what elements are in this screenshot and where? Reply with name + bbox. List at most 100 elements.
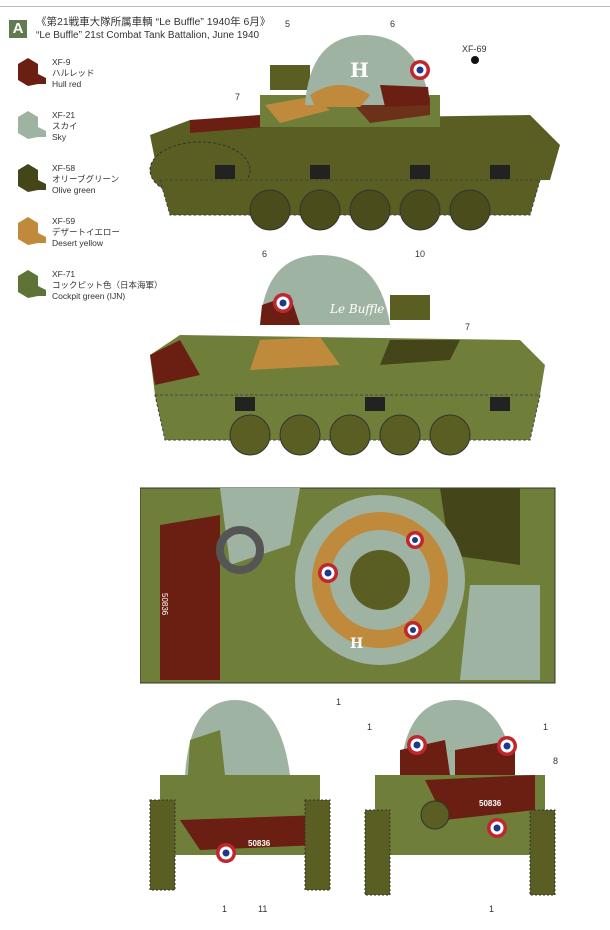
roundel-or-wheel-shape xyxy=(471,56,479,64)
front-view: 50836 1 11 xyxy=(149,700,331,914)
roundel-or-wheel-shape xyxy=(324,569,332,577)
camo-shape xyxy=(150,340,200,385)
paint-name-en: Olive green xyxy=(52,185,96,195)
callout: 6 xyxy=(262,249,267,259)
paint-code: XF-59 xyxy=(52,216,76,226)
camo-shape xyxy=(190,115,265,133)
paint-swatch-xf-71: XF-71 コックピット色（日本海軍） Cockpit green (IJN) xyxy=(14,268,174,314)
camo-shape xyxy=(410,165,430,179)
divider xyxy=(0,6,610,7)
camo-shape xyxy=(220,488,300,565)
callout: 10 xyxy=(415,249,425,259)
roundel-or-wheel-shape xyxy=(329,414,371,456)
camo-shape xyxy=(229,414,471,456)
roundel-or-wheel-shape xyxy=(379,414,421,456)
hull-number: 50836 xyxy=(248,839,271,848)
camo-shape xyxy=(18,270,46,298)
paint-code: XF-58 xyxy=(52,163,76,173)
paint-code: XF-21 xyxy=(52,110,76,120)
camo-shape xyxy=(490,165,510,179)
camo-shape xyxy=(18,164,46,192)
paint-name-en: Sky xyxy=(52,132,67,142)
camo-shape xyxy=(380,340,460,365)
paint-swatch-xf-58: XF-58 オリーブグリーン Olive green xyxy=(14,162,174,208)
paint-code: XF-9 xyxy=(52,57,71,67)
camo-shape xyxy=(235,397,255,411)
camo-shape xyxy=(188,730,225,775)
roundel-or-wheel-shape xyxy=(229,414,271,456)
camo-shape xyxy=(215,165,235,179)
camo-shape xyxy=(529,809,556,896)
camo-shape xyxy=(18,111,46,139)
side-view-1: H 5 6 7 XF-69 xyxy=(149,19,560,231)
turret-letter: H xyxy=(350,58,369,82)
roundel-or-wheel-shape xyxy=(222,849,230,857)
paint-bottle-icon xyxy=(18,111,46,139)
camo-shape xyxy=(160,515,220,680)
paint-swatch-xf-21: XF-21 スカイ Sky xyxy=(14,109,174,155)
side-view-2: Le Buffle 6 10 7 xyxy=(150,249,545,456)
callout: 1 xyxy=(222,904,227,914)
paint-name-en: Desert yellow xyxy=(52,238,104,248)
roundel-or-wheel-shape xyxy=(349,189,391,231)
roundel-or-wheel-shape xyxy=(410,627,416,633)
paint-name-jp: コックピット色（日本海軍） xyxy=(52,280,163,290)
camo-shape xyxy=(149,799,176,891)
paint-name-jp: ハルレッド xyxy=(52,68,95,78)
roundel-or-wheel-shape xyxy=(503,742,511,750)
camo-shape xyxy=(460,585,540,680)
camo-shape xyxy=(425,775,535,820)
paint-name-jp: デザートイエロー xyxy=(52,227,120,237)
roundel-or-wheel-shape xyxy=(493,824,501,832)
turret-letter: H xyxy=(350,636,363,652)
callout: 11 xyxy=(258,904,267,914)
scheme-badge: A xyxy=(9,20,27,38)
paint-name-en: Hull red xyxy=(52,79,82,89)
callout: 1 xyxy=(489,904,494,914)
camo-shape xyxy=(270,65,310,90)
camo-shape xyxy=(235,397,510,411)
roundel-or-wheel-shape xyxy=(412,537,418,543)
tank-name: Le Buffle xyxy=(329,302,384,316)
top-view: H 50836 1 xyxy=(140,487,556,707)
paint-code: XF-71 xyxy=(52,269,76,279)
camo-shape xyxy=(304,799,331,891)
camo-shape xyxy=(390,295,430,320)
camo-shape xyxy=(215,165,510,179)
title-jp: 《第21戦車大隊所属車輌 “Le Buffle” 1940年 6月》 xyxy=(36,16,271,28)
paint-bottle-icon xyxy=(18,270,46,298)
camo-shape xyxy=(310,85,370,107)
roundel-or-wheel-shape xyxy=(249,189,291,231)
paint-bottle-icon xyxy=(18,164,46,192)
roundel-or-wheel-shape xyxy=(299,189,341,231)
callout: 8 xyxy=(553,756,558,766)
roundel-or-wheel-shape xyxy=(279,299,287,307)
paint-bottle-icon xyxy=(18,217,46,245)
camo-shape xyxy=(18,217,46,245)
roundel-or-wheel-shape xyxy=(399,189,441,231)
roundel-or-wheel-shape xyxy=(429,414,471,456)
roundel-or-wheel-shape xyxy=(420,800,450,830)
camo-shape xyxy=(310,165,330,179)
paint-bottle-icon xyxy=(18,58,46,86)
camo-shape xyxy=(150,115,560,185)
callout: 1 xyxy=(543,722,548,732)
camo-shape xyxy=(249,189,491,231)
paint-name-en: Cockpit green (IJN) xyxy=(52,291,126,301)
paint-ref: XF-69 xyxy=(462,44,487,54)
callout: 6 xyxy=(390,19,395,29)
camo-shape xyxy=(150,335,545,395)
roundel-or-wheel-shape xyxy=(279,414,321,456)
callout: 7 xyxy=(465,322,470,332)
camo-shape xyxy=(180,815,320,850)
callout: 7 xyxy=(235,92,240,102)
paint-swatch-xf-59: XF-59 デザートイエロー Desert yellow xyxy=(14,215,174,261)
title-en: “Le Buffle” 21st Combat Tank Battalion, … xyxy=(36,30,260,41)
paint-name-jp: オリーブグリーン xyxy=(52,174,120,184)
camo-shape xyxy=(440,488,520,565)
roundel-or-wheel-shape xyxy=(416,66,424,74)
camo-shape xyxy=(250,337,340,370)
camo-shape xyxy=(380,85,430,107)
callout: 1 xyxy=(336,697,341,707)
